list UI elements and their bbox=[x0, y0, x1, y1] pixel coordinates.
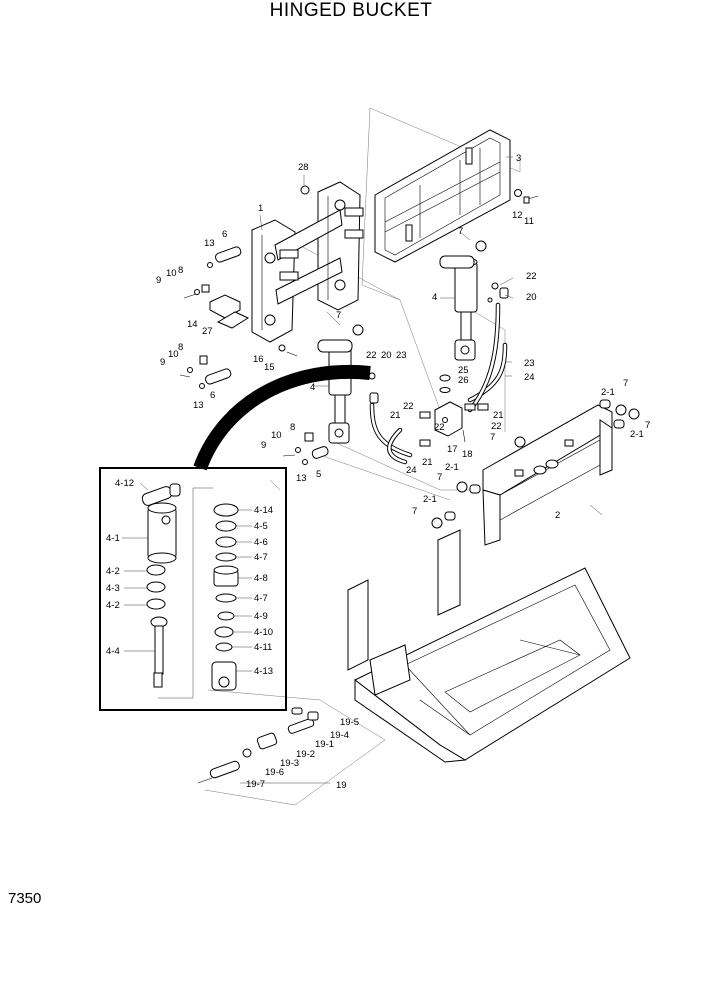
page-title: HINGED BUCKET bbox=[269, 0, 433, 21]
small-hardware bbox=[179, 185, 640, 529]
label-4-2-a: 4-2 bbox=[106, 566, 120, 577]
label-4-12: 4-12 bbox=[115, 478, 134, 489]
label-4-6: 4-6 bbox=[254, 537, 268, 548]
label-11: 11 bbox=[524, 216, 534, 227]
mounting-plate bbox=[374, 129, 511, 263]
part-labels: 28 3 12 11 1 6 13 8 10 9 14 27 7 4 22 20… bbox=[106, 153, 650, 791]
label-13-lower: 13 bbox=[193, 400, 204, 411]
label-2: 2 bbox=[555, 510, 560, 521]
detail-callout bbox=[99, 364, 371, 711]
label-2-1-a: 2-1 bbox=[601, 387, 615, 398]
label-12: 12 bbox=[512, 210, 523, 221]
label-19-4: 19-4 bbox=[330, 730, 349, 741]
label-4-left: 4 bbox=[310, 382, 315, 393]
label-4-5: 4-5 bbox=[254, 521, 268, 532]
label-23-a: 23 bbox=[396, 350, 407, 361]
label-22-a: 22 bbox=[526, 271, 537, 282]
label-4-7-a: 4-7 bbox=[254, 552, 268, 563]
label-7-e: 7 bbox=[490, 432, 495, 443]
label-19-3-b: 19-6 bbox=[265, 767, 284, 778]
label-22-e: 22 bbox=[434, 422, 445, 433]
label-4-9: 4-9 bbox=[254, 611, 268, 622]
label-4-14: 4-14 bbox=[254, 505, 273, 516]
label-7-b: 7 bbox=[336, 310, 341, 321]
label-28: 28 bbox=[298, 162, 309, 173]
label-4-4: 4-4 bbox=[106, 646, 120, 657]
label-19-1: 19-1 bbox=[315, 739, 334, 750]
label-22-c: 22 bbox=[403, 401, 414, 412]
label-4-8: 4-8 bbox=[254, 573, 268, 584]
label-21-c: 21 bbox=[422, 457, 433, 468]
label-5: 5 bbox=[316, 469, 321, 480]
label-9-lower: 9 bbox=[160, 357, 165, 368]
label-19-2: 19-3 bbox=[280, 758, 299, 769]
label-24-a: 24 bbox=[524, 372, 535, 383]
label-14: 14 bbox=[187, 319, 198, 330]
label-8-lower: 8 bbox=[178, 342, 183, 353]
label-22-b: 22 bbox=[366, 350, 377, 361]
label-10-bottom: 10 bbox=[271, 430, 282, 441]
cylinder-left bbox=[317, 339, 353, 444]
link-assembly-19 bbox=[197, 707, 319, 784]
label-7-c: 7 bbox=[623, 378, 628, 389]
label-27: 27 bbox=[202, 326, 213, 337]
label-20-a: 20 bbox=[526, 292, 537, 303]
label-19-6: 19-7 bbox=[246, 779, 265, 790]
label-24-b: 24 bbox=[406, 465, 417, 476]
label-4-2-b: 4-2 bbox=[106, 600, 120, 611]
label-10-lower: 10 bbox=[168, 349, 179, 360]
label-7-d: 7 bbox=[645, 420, 650, 431]
leader-lines bbox=[122, 156, 603, 784]
label-4-11: 4-11 bbox=[254, 642, 272, 653]
label-9-bottom: 9 bbox=[261, 440, 266, 451]
label-6-lower: 6 bbox=[210, 390, 215, 401]
label-2-1-b: 2-1 bbox=[630, 429, 644, 440]
label-7-g: 7 bbox=[412, 506, 417, 517]
label-6-upper: 6 bbox=[222, 229, 227, 240]
label-20-b: 20 bbox=[381, 350, 392, 361]
page-code: 7350 bbox=[8, 890, 42, 907]
label-2-1-c: 2-1 bbox=[445, 462, 459, 473]
label-26: 26 bbox=[458, 375, 469, 386]
label-15: 15 bbox=[264, 362, 275, 373]
label-3: 3 bbox=[516, 153, 521, 164]
bucket bbox=[347, 529, 631, 763]
label-17: 17 bbox=[447, 444, 458, 455]
label-25: 25 bbox=[458, 365, 469, 376]
label-10-upper: 10 bbox=[166, 268, 177, 279]
cylinder-detail bbox=[141, 483, 239, 691]
valve-block bbox=[419, 374, 489, 447]
label-9-upper: 9 bbox=[156, 275, 161, 286]
label-1: 1 bbox=[258, 203, 263, 214]
cylinder-right bbox=[439, 255, 478, 361]
frame-assembly bbox=[251, 181, 364, 343]
label-4-13: 4-13 bbox=[254, 666, 273, 677]
label-7-a: 7 bbox=[458, 226, 463, 237]
label-19: 19 bbox=[336, 780, 347, 791]
label-22-d: 22 bbox=[491, 421, 502, 432]
label-4-10: 4-10 bbox=[254, 627, 273, 638]
label-18: 18 bbox=[462, 449, 473, 460]
label-16: 16 bbox=[253, 354, 264, 365]
label-4-3: 4-3 bbox=[106, 583, 120, 594]
label-19-3-a: 19-2 bbox=[296, 749, 315, 760]
label-23-b: 23 bbox=[524, 358, 535, 369]
attachment-frame bbox=[482, 404, 613, 546]
label-4-1: 4-1 bbox=[106, 533, 120, 544]
label-2-1-d: 2-1 bbox=[423, 494, 437, 505]
label-4-7-b: 4-7 bbox=[254, 593, 268, 604]
label-8-bottom: 8 bbox=[290, 422, 295, 433]
label-19-5: 19-5 bbox=[340, 717, 359, 728]
label-4-right: 4 bbox=[432, 292, 437, 303]
label-13-upper: 13 bbox=[204, 238, 215, 249]
label-21-b: 21 bbox=[493, 410, 504, 421]
hydraulic-hoses bbox=[369, 302, 508, 465]
label-21-a: 21 bbox=[390, 410, 401, 421]
label-7-f: 7 bbox=[437, 472, 442, 483]
label-13-bottom: 13 bbox=[296, 473, 307, 484]
label-8-upper: 8 bbox=[178, 265, 183, 276]
